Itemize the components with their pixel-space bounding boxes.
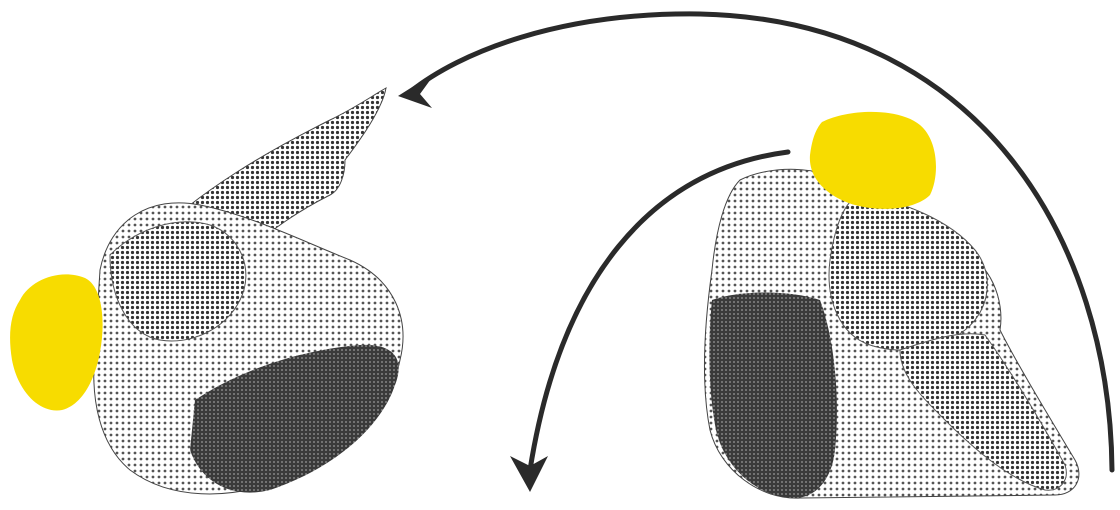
swim-cap-icon <box>10 274 103 410</box>
figure-seated <box>704 112 1079 498</box>
hugged-knees <box>829 195 987 350</box>
swimsuit <box>709 293 837 499</box>
figure-rolled-back <box>10 88 403 494</box>
outer-arrowhead-icon <box>398 72 436 108</box>
